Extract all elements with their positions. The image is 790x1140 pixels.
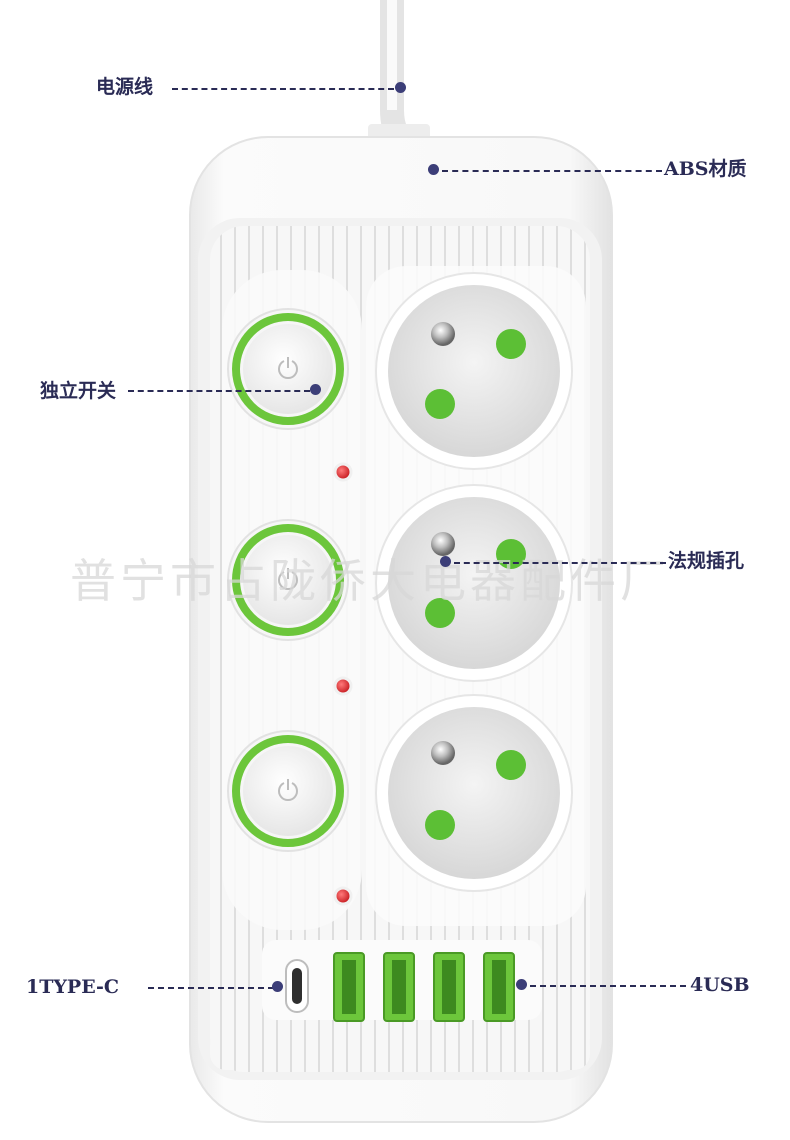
indicator-led-3 — [333, 886, 353, 906]
type-c-port — [285, 959, 309, 1013]
socket-3 — [375, 694, 573, 892]
label-usb: 4USB — [690, 974, 750, 996]
usb-port-2 — [383, 952, 415, 1022]
power-icon — [278, 357, 298, 380]
callout-dot-power-cord — [395, 82, 406, 93]
callout-dot-abs — [428, 164, 439, 175]
callout-dot-switch — [310, 384, 321, 395]
indicator-led-1 — [333, 462, 353, 482]
leader-line-usb — [530, 985, 686, 987]
usb-port-1 — [333, 952, 365, 1022]
switch-2 — [227, 519, 349, 641]
leader-line-abs — [442, 170, 662, 172]
switch-1 — [227, 308, 349, 430]
label-independent-switch: 独立开关 — [40, 380, 117, 402]
power-icon — [278, 568, 298, 591]
callout-dot-usb — [516, 979, 527, 990]
leader-line-socket — [454, 562, 666, 564]
callout-dot-socket — [440, 556, 451, 567]
power-icon — [278, 779, 298, 802]
socket-1 — [375, 272, 573, 470]
leader-line-type-c — [148, 987, 274, 989]
indicator-led-2 — [333, 676, 353, 696]
label-standard-socket: 法规插孔 — [668, 550, 745, 572]
switch-3 — [227, 730, 349, 852]
label-type-c: 1TYPE-C — [26, 976, 120, 998]
usb-port-4 — [483, 952, 515, 1022]
usb-port-3 — [433, 952, 465, 1022]
leader-line-switch — [128, 390, 310, 392]
socket-2 — [375, 484, 573, 682]
callout-dot-type-c — [272, 981, 283, 992]
label-power-cord: 电源线 — [96, 76, 154, 98]
label-abs-material: ABS材质 — [664, 158, 747, 180]
leader-line-power-cord — [172, 88, 394, 90]
